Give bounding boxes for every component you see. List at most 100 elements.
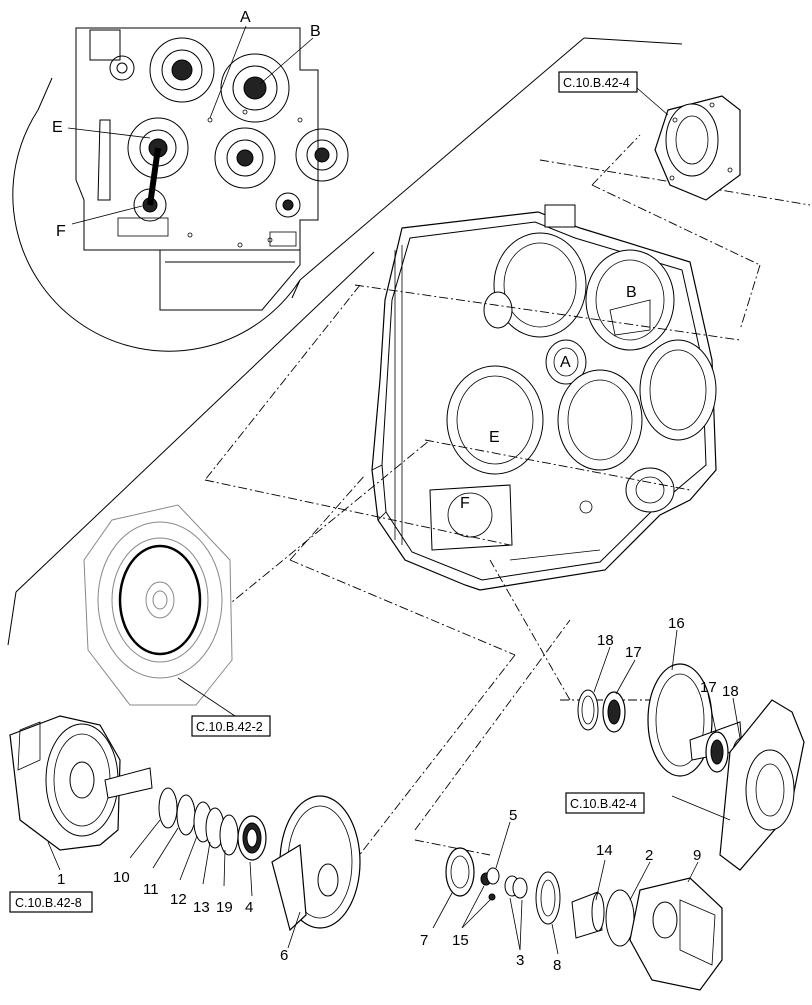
nuts-3 [504,875,528,899]
leader-17-right [707,693,717,733]
callout-16: 16 [668,615,685,632]
top-right-cover [654,95,741,201]
leader-15b [461,899,491,929]
leader-6 [287,911,301,949]
frame-line-top-right [583,37,683,45]
leader-14 [595,859,606,901]
leader-ref-mid-left [177,677,239,719]
callout-14: 14 [596,842,613,859]
frame-line-diagonal [15,251,375,593]
housing-letter-e: E [489,429,500,446]
leader-10 [129,819,161,859]
inset-letter-a: A [240,9,251,26]
inset-gear-top-left [109,55,135,81]
frame-line-left [7,591,17,646]
callout-12: 12 [170,891,187,908]
housing-bore-e [446,365,544,475]
callout-5: 5 [509,807,517,824]
callout-19: 19 [216,899,233,916]
inset-letter-b: B [310,23,321,40]
filter-14 [571,891,605,939]
gear-6 [271,795,361,932]
clutch-assembly [9,715,153,851]
inset-gear-right [295,128,349,182]
housing-bore-center [557,369,643,471]
leader-4 [249,861,253,897]
leader-16 [671,629,678,671]
housing-bore-b [585,249,675,351]
ref-box-mid-left [191,715,271,737]
leader-17-left [615,659,636,695]
filter-housing-9 [629,877,723,991]
bearing-4 [237,815,267,861]
callout-4: 4 [245,899,253,916]
callout-2: 2 [645,847,653,864]
inset-gear-b [220,53,290,123]
small-parts-15 [480,867,500,901]
leader-9 [687,861,699,883]
seal-rings [158,787,239,856]
ref-label-mid-right: C.10.B.42-4 [570,797,637,811]
housing-bore-f [429,484,513,551]
callout-10: 10 [113,869,130,886]
ref-box-mid-right [565,792,645,814]
frame-line-top [299,37,585,281]
housing-bore-lower-right [625,467,675,513]
callout-11: 11 [143,881,159,898]
callout-13: 13 [193,899,210,916]
housing-bore-a [545,339,587,385]
leader-19 [223,849,226,887]
sleeve-8 [535,871,561,925]
leader-1 [47,841,61,871]
leader-8 [551,923,559,955]
housing-bore-upper-left [483,232,587,338]
callout-18-left: 18 [597,632,614,649]
leader-12 [179,835,198,881]
inset-gear-small [275,192,301,218]
inset-letter-e: E [52,119,63,136]
transmission-housing: B A E F [371,204,717,591]
input-plate [83,504,233,706]
bearing-17-right [705,731,729,773]
bearing-17-left [602,691,626,733]
callout-17-left: 17 [625,644,642,661]
callout-8: 8 [553,957,561,974]
ref-box-top-right [558,71,638,93]
housing-bore-right [639,339,717,441]
leader-18-left [593,646,611,693]
callout-6: 6 [280,947,288,964]
lower-right-cover [719,699,805,871]
housing-letter-f: F [460,495,470,512]
bearing-cup-18-left [577,689,599,731]
leader-15a [461,885,485,929]
gear-16 [647,663,743,777]
inset-gear-top [149,37,215,103]
callout-7: 7 [420,932,428,949]
leader-3a [509,897,521,951]
leader-2 [629,861,651,901]
leader-5 [495,821,511,869]
callout-3: 3 [516,952,524,969]
assembly-lines [204,134,811,881]
inset-shaft-ef [147,147,161,206]
ref-label-top-right: C.10.B.42-4 [563,76,630,90]
bearing-7 [445,847,475,897]
leader-3b [519,899,523,951]
leader-ref-mid-right [671,795,731,821]
leader-7 [432,892,453,929]
callout-18-right: 18 [722,683,739,700]
inset-gear-center [214,127,276,189]
ref-label-mid-left: C.10.B.42-2 [196,720,263,734]
housing-letter-b: B [626,284,637,301]
leader-18-right [732,697,741,739]
leader-ref-top-right [636,87,669,116]
callout-1: 1 [57,871,65,888]
callout-17-right: 17 [700,679,717,696]
callout-9: 9 [693,847,701,864]
housing-letter-a: A [560,354,571,371]
o-ring-2 [605,889,635,947]
ref-label-bottom-left: C.10.B.42-8 [15,896,82,910]
callout-15: 15 [452,932,469,949]
